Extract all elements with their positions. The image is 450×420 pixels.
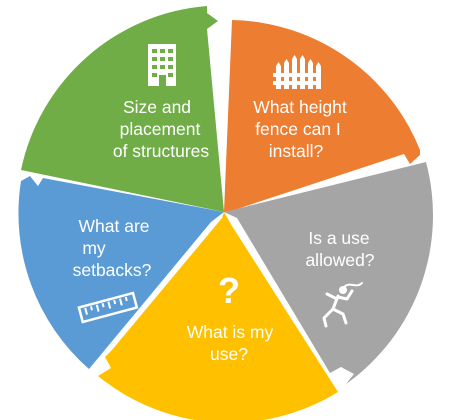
segment-structures-label-line-1: Size and bbox=[123, 97, 191, 117]
segment-use-shape bbox=[98, 212, 338, 420]
segment-fence-label-line-3: install? bbox=[269, 141, 324, 161]
segment-allowed-label-line-1: Is a use bbox=[308, 228, 369, 248]
segment-structures: Size and placement of structures bbox=[21, 6, 224, 212]
segment-use-label-line-2: use? bbox=[210, 344, 248, 364]
segment-fence: What height fence can I install? bbox=[224, 20, 420, 212]
segment-fence-label-line-1: What height bbox=[253, 97, 347, 117]
segment-use-label-line-1: What is my bbox=[187, 322, 274, 342]
segment-setbacks-label-line-2: my bbox=[82, 238, 106, 258]
segment-allowed-label-line-2: allowed? bbox=[305, 250, 374, 270]
building-icon bbox=[148, 44, 176, 86]
segment-setbacks-label-line-1: What are bbox=[79, 216, 150, 236]
dancer-icon bbox=[322, 282, 363, 328]
segment-fence-label-line-2: fence can I bbox=[255, 119, 341, 139]
ruler-icon bbox=[77, 291, 139, 324]
segment-setbacks: What are my setbacks? bbox=[18, 176, 224, 369]
segment-allowed: Is a use allowed? bbox=[224, 162, 433, 384]
segment-setbacks-label-line-3: setbacks? bbox=[73, 260, 152, 280]
fence-icon bbox=[273, 55, 321, 89]
segment-structures-label-line-2: placement bbox=[120, 119, 201, 139]
segment-allowed-shape bbox=[224, 162, 433, 384]
segment-use: ? What is my use? bbox=[98, 212, 338, 420]
question-mark-icon: ? bbox=[218, 270, 240, 311]
segment-fence-shape bbox=[224, 20, 420, 212]
segment-setbacks-shape bbox=[18, 176, 224, 369]
segment-structures-label-line-3: of structures bbox=[113, 141, 210, 161]
